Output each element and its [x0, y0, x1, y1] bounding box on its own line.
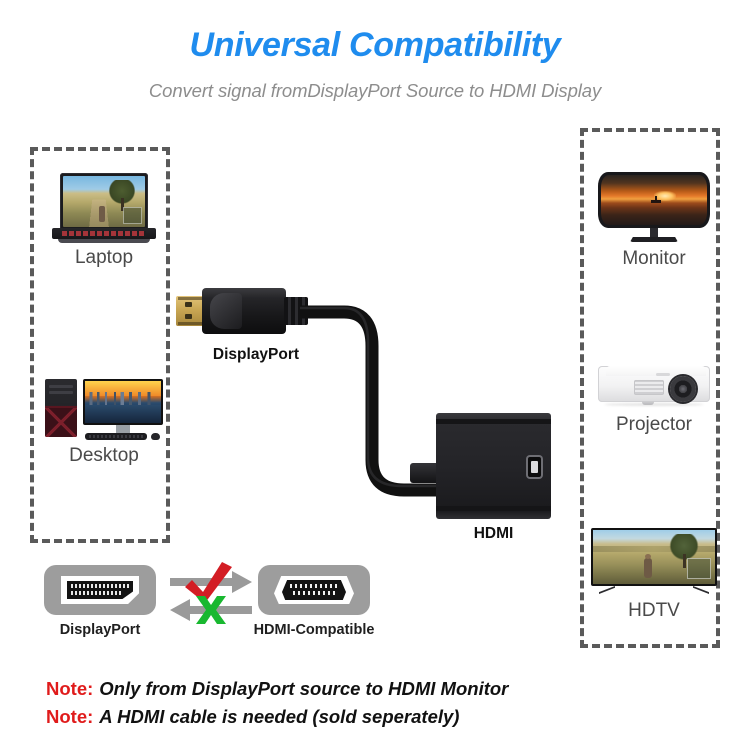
laptop-icon [34, 173, 174, 243]
hdtv-icon [584, 528, 724, 596]
note-keyword: Note: [46, 706, 94, 727]
hdmi-socket-icon [258, 565, 370, 615]
check-mark-icon [185, 562, 232, 603]
desktop-computer-icon [34, 379, 174, 441]
page-subtitle: Convert signal fromDisplayPort Source to… [148, 80, 602, 101]
source-devices-group: Laptop [30, 147, 170, 543]
note-text: A HDMI cable is needed (sold seperately) [99, 706, 460, 727]
display-device-label: HDTV [628, 600, 680, 621]
projector-icon [584, 360, 724, 410]
source-device-desktop: Desktop [34, 379, 174, 467]
hdmi-adapter-box [410, 413, 551, 519]
displayport-socket-icon [44, 565, 156, 615]
source-device-laptop: Laptop [34, 173, 174, 269]
source-device-label: Desktop [69, 445, 139, 466]
display-device-label: Monitor [622, 248, 686, 269]
compatibility-arrows [170, 562, 252, 624]
curved-monitor-icon [584, 172, 724, 244]
hdmi-socket-label: HDMI-Compatible [253, 622, 375, 638]
display-devices-group: Monitor Projector [580, 128, 720, 648]
note-line-2: Note:A HDMI cable is needed (sold sepera… [46, 706, 746, 728]
display-device-label: Projector [615, 414, 693, 435]
display-device-hdtv: HDTV [584, 528, 724, 622]
adapter-cable [300, 305, 457, 497]
page-title: Universal Compatibility [189, 26, 561, 64]
hdmi-port-icon [528, 457, 541, 477]
note-line-1: Note:Only from DisplayPort source to HDM… [46, 678, 746, 700]
note-keyword: Note: [46, 678, 94, 699]
hdmi-adapter-label: HDMI [473, 525, 514, 542]
display-device-projector: Projector [584, 360, 724, 436]
cross-mark-icon [196, 596, 226, 624]
displayport-connector-label: DisplayPort [212, 346, 300, 363]
display-device-monitor: Monitor [584, 172, 724, 270]
displayport-socket-label: DisplayPort [59, 622, 141, 638]
displayport-connector-icon [176, 288, 316, 334]
note-text: Only from DisplayPort source to HDMI Mon… [99, 678, 509, 699]
source-device-label: Laptop [74, 247, 134, 268]
